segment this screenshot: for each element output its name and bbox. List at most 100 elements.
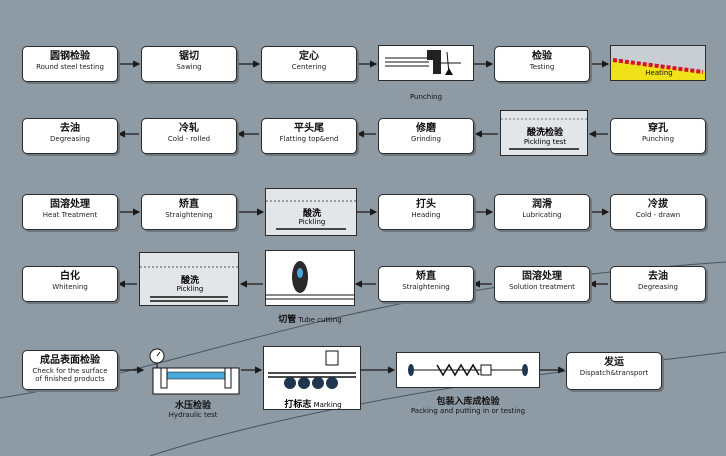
- pickling-tank-icon: [501, 118, 587, 150]
- tube-cutting-illustration: [265, 250, 355, 306]
- caption-cn: 包装入库成检验: [436, 397, 500, 407]
- step-grinding: 修磨 Grinding: [378, 118, 474, 154]
- heating-illustration: Heating: [610, 45, 706, 81]
- piercing-machine-icon: [385, 50, 461, 75]
- step-label-cn: 润滑: [532, 199, 552, 210]
- step-label-cn: 平头尾: [294, 123, 324, 134]
- pickling-tank-icon: [266, 200, 356, 230]
- step-label-cn: 冷拔: [648, 199, 668, 210]
- hydraulic-test-illustration: [145, 346, 241, 396]
- step-label-cn: 去油: [648, 271, 668, 282]
- step-label-en: Grinding: [411, 135, 441, 143]
- caption-en: Punching: [409, 93, 443, 101]
- tube-cutting-caption: 切管 Tube cutting: [263, 312, 357, 325]
- step-label-en: Dispatch&transport: [579, 369, 649, 377]
- step-label-en: Cold - rolled: [167, 135, 211, 143]
- heating-label: Heating: [645, 69, 673, 77]
- step-label-en: Heat Treatment: [42, 211, 98, 219]
- step-label-en: Heading: [411, 211, 441, 219]
- heating-furnace-icon: [611, 58, 705, 80]
- step-label-cn: 冷轧: [179, 123, 199, 134]
- step-label-en: Punching: [641, 135, 675, 143]
- step-label-cn: 矫直: [416, 271, 436, 282]
- pickling-tank-icon: [140, 266, 238, 302]
- caption-cn: 酸洗: [180, 276, 199, 286]
- step-sawing: 锯切 Sawing: [141, 46, 237, 82]
- step-label-cn: 定心: [299, 51, 319, 62]
- caption-cn: 酸洗: [302, 209, 321, 219]
- caption-en: Hydraulic test: [168, 411, 218, 419]
- step-solution-treatment: 固溶处理 Solution treatment: [494, 266, 590, 302]
- caption-cn: 水压检验: [174, 401, 211, 411]
- pickling-2-illustration: 酸洗 Pickling: [139, 252, 239, 306]
- step-label-en: Straightening: [402, 283, 450, 291]
- step-label-cn: 固溶处理: [522, 271, 562, 282]
- step-label-en: Centering: [291, 63, 327, 71]
- step-whitening: 白化 Whitening: [22, 266, 118, 302]
- step-label-cn: 修磨: [416, 123, 436, 134]
- step-centering: 定心 Centering: [261, 46, 357, 82]
- step-label-en: Flatting top&end: [279, 135, 339, 143]
- caption-cn: 打标志: [284, 400, 312, 410]
- punching-illustration: [378, 45, 474, 81]
- step-label-en: Solution treatment: [509, 283, 575, 291]
- pickling-test-illustration: 酸洗检验 Pickling test: [500, 110, 588, 156]
- step-label-cn: 白化: [60, 271, 80, 282]
- step-cold-drawn: 冷拔 Cold - drawn: [610, 194, 706, 230]
- caption-en: Marking: [313, 401, 342, 409]
- step-label-en: Lubricating: [522, 211, 562, 219]
- step-label-en-2: of finished products: [35, 375, 105, 383]
- caption-en: Tube cutting: [298, 316, 342, 324]
- step-label-cn: 打头: [416, 199, 436, 210]
- saw-blade-icon: [266, 261, 354, 300]
- pickling-1-illustration: 酸洗 Pickling: [265, 188, 357, 236]
- step-label-en: Cold - drawn: [635, 211, 681, 219]
- step-label-cn: 检验: [532, 51, 552, 62]
- packing-screw-icon: [408, 363, 528, 377]
- caption-cn-en: 打标志 Marking: [264, 397, 362, 410]
- step-flatting: 平头尾 Flatting top&end: [261, 118, 357, 154]
- hydraulic-test-caption: 水压检验 Hydraulic test: [145, 398, 241, 419]
- step-label-en: Testing: [529, 63, 555, 71]
- step-dispatch: 发运 Dispatch&transport: [566, 352, 662, 390]
- step-punching: 穿孔 Punching: [610, 118, 706, 154]
- step-check-surface: 成品表面检验 Check for the surface of finished…: [22, 350, 118, 390]
- step-label-cn: 去油: [60, 123, 80, 134]
- step-degreasing-2: 去油 Degreasing: [610, 266, 706, 302]
- caption-cn: 切管: [278, 315, 297, 325]
- step-label-en-1: Check for the surface: [32, 367, 108, 375]
- step-straightening-1: 矫直 Straightening: [141, 194, 237, 230]
- caption-en: Pickling: [176, 285, 204, 293]
- step-round-steel-testing: 圆钢检验 Round steel testing: [22, 46, 118, 82]
- caption-en: Pickling test: [523, 138, 567, 146]
- marking-illustration: 打标志 Marking: [263, 346, 361, 410]
- step-heat-treatment: 固溶处理 Heat Treatment: [22, 194, 118, 230]
- step-heading: 打头 Heading: [378, 194, 474, 230]
- step-label-en: Degreasing: [50, 135, 90, 143]
- step-label-cn: 锯切: [179, 51, 199, 62]
- step-lubricating: 润滑 Lubricating: [494, 194, 590, 230]
- step-label-en: Whitening: [52, 283, 88, 291]
- caption-en: Pickling: [298, 218, 326, 226]
- step-label-en: Sawing: [176, 63, 202, 71]
- step-cold-rolled: 冷轧 Cold - rolled: [141, 118, 237, 154]
- step-label-cn: 圆钢检验: [50, 51, 90, 62]
- step-label-cn: 固溶处理: [50, 199, 90, 210]
- step-degreasing-1: 去油 Degreasing: [22, 118, 118, 154]
- step-label-cn: 成品表面检验: [40, 355, 100, 366]
- step-label-en: Degreasing: [638, 283, 678, 291]
- punching-top-caption: Punching: [378, 93, 474, 101]
- step-label-cn: 穿孔: [648, 123, 668, 134]
- marking-rollers-icon: [268, 350, 356, 389]
- caption-cn: 酸洗检验: [526, 128, 563, 138]
- step-label-en: Straightening: [165, 211, 213, 219]
- step-label-cn: 发运: [604, 357, 624, 368]
- packing-illustration: [396, 352, 540, 388]
- step-label-en: Round steel testing: [36, 63, 104, 71]
- hydraulic-press-icon: [149, 348, 240, 395]
- caption-en: Packing and putting in or testing: [410, 407, 526, 415]
- step-straightening-2: 矫直 Straightening: [378, 266, 474, 302]
- packing-caption: 包装入库成检验 Packing and putting in or testin…: [386, 394, 550, 415]
- step-label-cn: 矫直: [179, 199, 199, 210]
